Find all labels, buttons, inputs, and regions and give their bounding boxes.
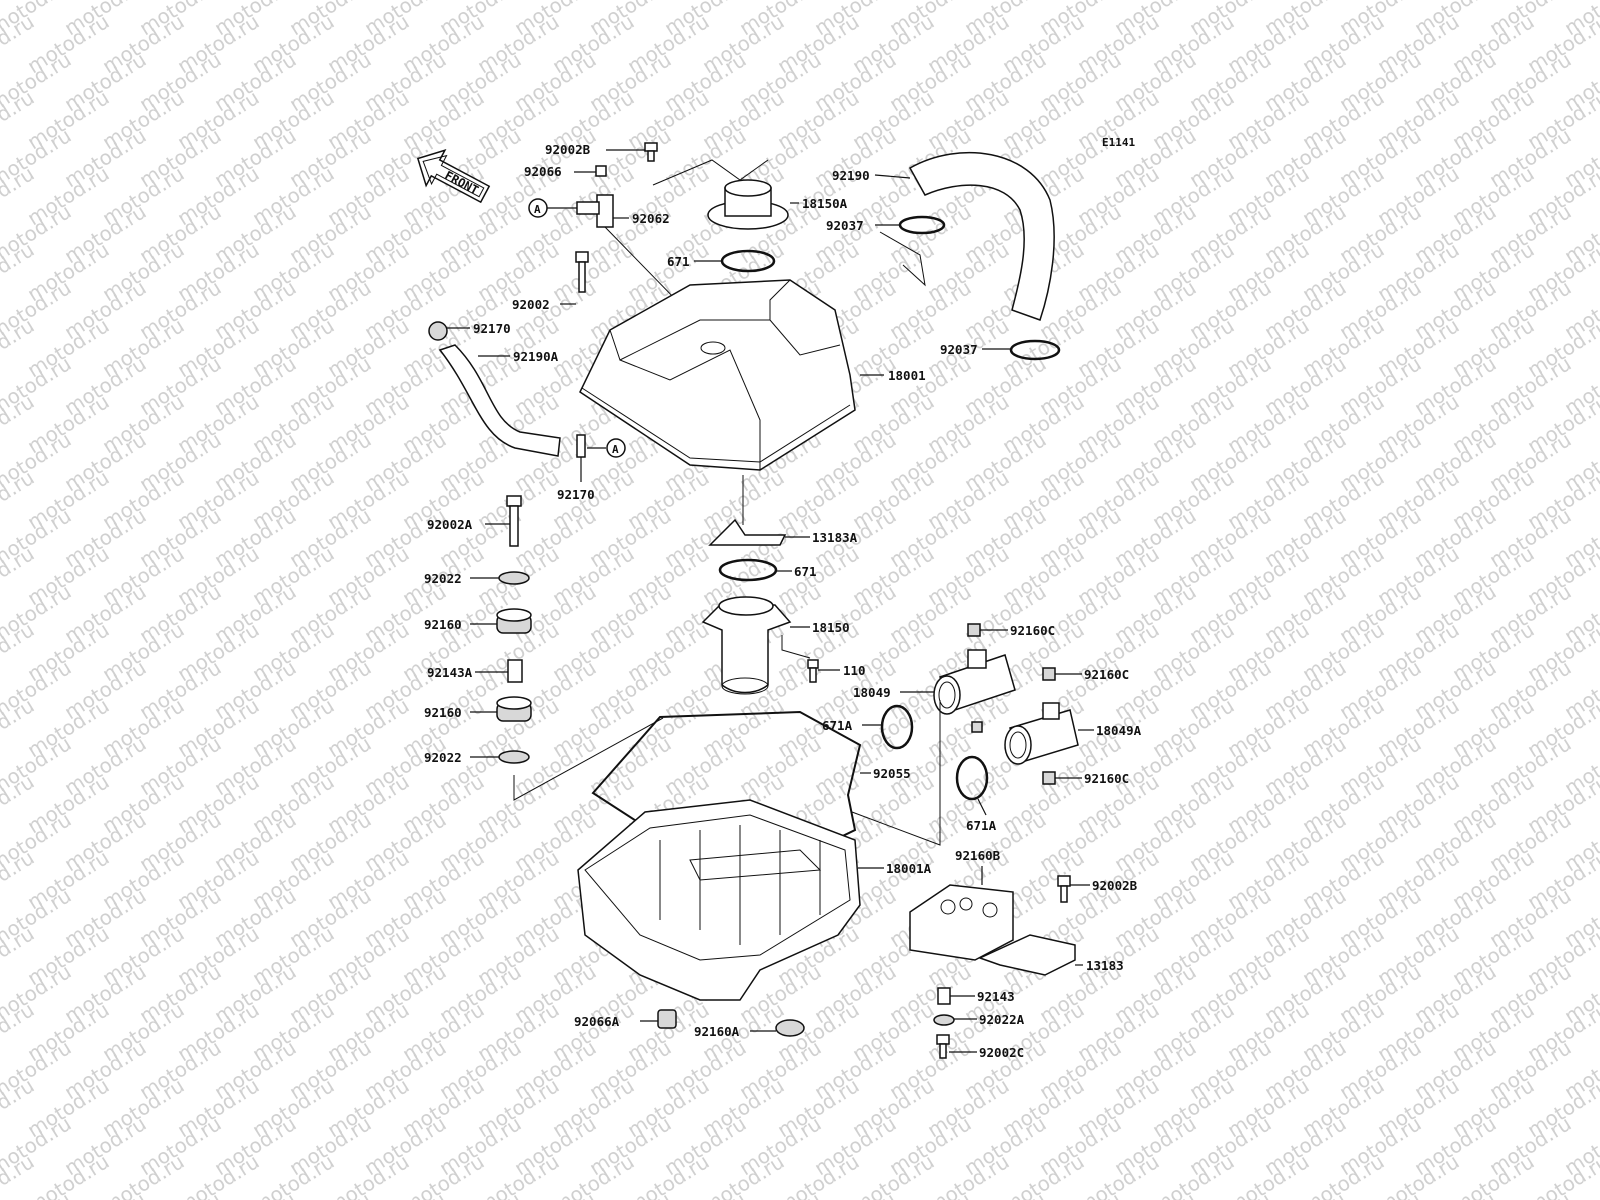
part-label-92170-top: 92170: [473, 321, 511, 336]
part-label-92160a: 92160A: [694, 1024, 740, 1039]
bolt-92002c-icon: [936, 1034, 977, 1059]
part-label-13183: 13183: [1086, 958, 1124, 973]
part-label-18049: 18049: [853, 685, 891, 700]
collar-92143-icon: [937, 987, 975, 1005]
part-label-92160c-2: 92160C: [1084, 667, 1129, 682]
adapter-18150-icon: [701, 596, 811, 695]
part-label-92037-bottom: 92037: [940, 342, 978, 357]
part-label-92190: 92190: [832, 168, 870, 183]
part-label-92055: 92055: [873, 766, 911, 781]
part-label-92160b: 92160B: [955, 848, 1001, 863]
part-label-18001: 18001: [888, 368, 926, 383]
part-label-13183a: 13183A: [812, 530, 858, 545]
fitting-92062-icon: [576, 194, 721, 346]
part-label-92143a: 92143A: [427, 665, 473, 680]
part-label-92143: 92143: [977, 989, 1015, 1004]
o-ring-671a-left-icon: [862, 704, 914, 750]
grommet-92160a-icon: [750, 1019, 805, 1037]
bracket-13183-icon: [977, 934, 1083, 976]
oil-pan-18001a-icon: [577, 799, 884, 1001]
part-label-92190a: 92190A: [513, 349, 559, 364]
part-label-92022-bottom: 92022: [424, 750, 462, 765]
part-label-18049a: 18049A: [1096, 723, 1142, 738]
part-label-92002c: 92002C: [979, 1045, 1024, 1060]
adapter-18150a-icon: [707, 179, 799, 230]
plug-92066-icon: [574, 165, 607, 177]
part-label-92037-top: 92037: [826, 218, 864, 233]
clip-92160c-3-icon: [1042, 771, 1082, 785]
svg-text:A: A: [534, 203, 541, 216]
part-label-92160c-1: 92160C: [1010, 623, 1055, 638]
part-label-671a-bottom: 671A: [966, 818, 997, 833]
part-label-671-top: 671: [667, 254, 690, 269]
grommet-92160-bottom-icon: [470, 696, 532, 722]
bolt-92002-icon: [560, 251, 589, 305]
part-label-92170-bottom: 92170: [557, 487, 595, 502]
bolt-92002b-top-icon: [606, 142, 658, 162]
part-label-92002b-bottom: 92002B: [1092, 878, 1138, 893]
part-label-671-mid: 671: [794, 564, 817, 579]
valve-cover-18001-icon: [579, 279, 884, 471]
part-label-92022a: 92022A: [979, 1012, 1025, 1027]
callout-a-bottom: A: [606, 438, 626, 458]
part-label-92066: 92066: [524, 164, 562, 179]
sensor-18049a-icon: [1004, 702, 1094, 765]
clip-92160c-1-icon: [967, 623, 1008, 637]
part-label-18150a: 18150A: [802, 196, 848, 211]
callout-a-top: A: [528, 198, 577, 218]
part-label-92160-bottom: 92160: [424, 705, 462, 720]
grommet-92160-top-icon: [470, 608, 532, 634]
o-ring-671a-bottom-icon: [955, 755, 989, 816]
bracket-13183a-icon: [708, 518, 810, 546]
bolt-92002b-bottom-icon: [1057, 875, 1090, 903]
part-label-18150: 18150: [812, 620, 850, 635]
hose-92190a-icon: [438, 344, 561, 457]
clamp-92170-bottom-icon: [576, 434, 606, 482]
part-label-92002: 92002: [512, 297, 550, 312]
diagram-code: E1141: [1102, 136, 1135, 149]
leader-line: [513, 717, 664, 801]
hose-92190-icon: [874, 151, 1055, 321]
part-label-92160c-3: 92160C: [1084, 771, 1129, 786]
clamp-92037-bottom-icon: [982, 339, 1061, 361]
bolt-110-icon: [807, 659, 840, 683]
clip-92160c-2-icon: [1042, 667, 1082, 681]
part-label-110: 110: [843, 663, 866, 678]
o-ring-671-mid-icon: [718, 558, 792, 582]
clamp-92170-top-icon: [428, 321, 470, 341]
part-label-92160-top: 92160: [424, 617, 462, 632]
bolt-92002a-icon: [485, 495, 522, 547]
part-label-92066a: 92066A: [574, 1014, 620, 1029]
bracket-92160b-icon: [909, 866, 1014, 961]
o-ring-671-top-icon: [694, 249, 776, 273]
part-label-92002b-top: 92002B: [545, 142, 591, 157]
washer-92022a-icon: [933, 1014, 977, 1026]
washer-92022-top-icon: [470, 571, 530, 585]
washer-92022-bottom-icon: [470, 750, 530, 764]
collar-92143a-icon: [475, 659, 523, 683]
part-label-92022-top: 92022: [424, 571, 462, 586]
leader-line: [652, 159, 769, 186]
svg-text:A: A: [612, 443, 619, 456]
plug-92066a-icon: [640, 1009, 677, 1029]
clamp-92037-top-icon: [875, 215, 946, 287]
part-label-18001a: 18001A: [886, 861, 932, 876]
part-label-92002a: 92002A: [427, 517, 473, 532]
part-label-92062: 92062: [632, 211, 670, 226]
